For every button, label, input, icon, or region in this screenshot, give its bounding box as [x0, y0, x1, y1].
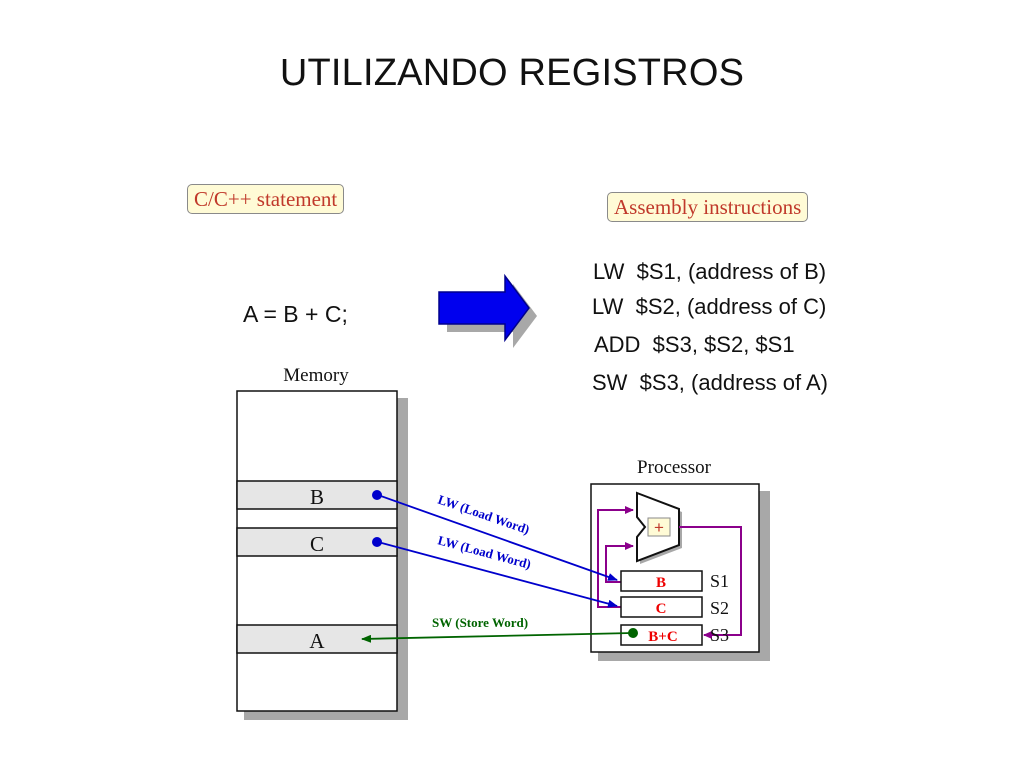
- register-s3-name: S3: [710, 625, 729, 645]
- store-a-dot: [628, 628, 638, 638]
- store-label: SW (Store Word): [432, 615, 528, 630]
- load-2-label: LW (Load Word): [436, 532, 532, 571]
- register-s2-name: S2: [710, 598, 729, 618]
- assembly-line-4: SW $S3, (address of A): [592, 370, 828, 395]
- register-s3-content: B+C: [648, 629, 677, 645]
- memory-cell-b: [236, 480, 398, 510]
- register-s1: [620, 570, 703, 592]
- register-s1-name: S1: [710, 571, 729, 591]
- c-statement: A = B + C;: [243, 301, 348, 327]
- load-1-label: LW (Load Word): [436, 492, 532, 537]
- register-s3: [620, 624, 703, 646]
- memory-block: [236, 390, 408, 720]
- load-b-line: [377, 494, 618, 581]
- alu-op-box: [647, 517, 671, 537]
- page-title: UTILIZANDO REGISTROS: [279, 52, 745, 94]
- load-c-line: [377, 541, 618, 608]
- c-statement-label: C/C++ statement: [187, 184, 345, 214]
- load-b-dot: [372, 490, 382, 500]
- memory-cell-a-label: A: [309, 629, 325, 653]
- store-a-line: [361, 632, 633, 643]
- memory-cell-b-label: B: [310, 485, 324, 509]
- assembly-line-3: ADD $S3, $S2, $S1: [594, 332, 795, 357]
- register-s2: [620, 596, 703, 618]
- assembly-line-1: LW $S1, (address of B): [593, 259, 827, 284]
- memory-cell-c-label: C: [310, 532, 324, 556]
- register-s2-content: C: [656, 601, 667, 617]
- assembly-instructions-label: Assembly instructions: [607, 192, 809, 222]
- load-c-dot: [372, 537, 382, 547]
- conversion-arrow-icon: [438, 273, 537, 348]
- processor-label: Processor: [637, 457, 712, 478]
- memory-cell-c: [236, 527, 398, 557]
- assembly-line-2: LW $S2, (address of C): [592, 294, 827, 319]
- register-s1-content: B: [656, 575, 666, 591]
- memory-label: Memory: [283, 365, 349, 386]
- alu-op: +: [654, 518, 664, 537]
